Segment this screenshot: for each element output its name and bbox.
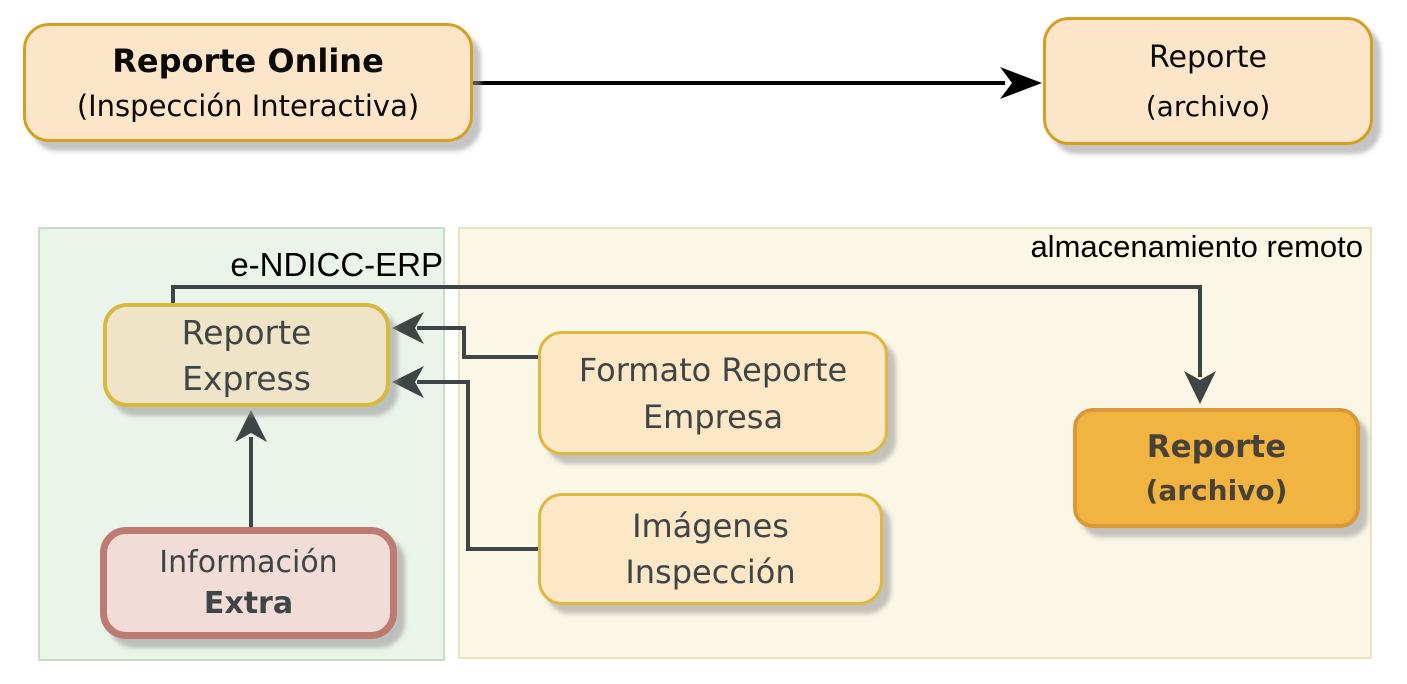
arrow-online-to-archivo — [473, 67, 1042, 99]
node-title: Reporte — [1146, 429, 1287, 465]
label-e-ndicc-erp: e-NDICC-ERP — [230, 246, 443, 283]
node-title-line2: Inspección — [625, 553, 796, 591]
node-reporte-archivo-remoto: Reporte (archivo) — [1073, 408, 1360, 528]
node-title: Reporte — [181, 312, 312, 352]
node-reporte-online: Reporte Online (Inspección Interactiva) — [23, 23, 473, 142]
node-subtitle: (archivo) — [1145, 89, 1271, 123]
node-subtitle: (Inspección Interactiva) — [76, 89, 420, 123]
node-title: Información — [159, 545, 338, 580]
node-title-line2: Empresa — [642, 397, 784, 436]
node-reporte-express: Reporte Express — [103, 303, 390, 407]
node-subtitle: (archivo) — [1145, 474, 1288, 507]
node-title: Formato Reporte — [578, 350, 848, 389]
node-formato-reporte-empresa: Formato Reporte Empresa — [538, 331, 888, 455]
node-imagenes-inspeccion: Imágenes Inspección — [538, 493, 883, 605]
node-title-line2: Extra — [203, 586, 294, 621]
node-informacion-extra: Información Extra — [100, 527, 397, 639]
node-reporte-archivo-top: Reporte (archivo) — [1043, 17, 1373, 145]
node-title-line2: Express — [182, 358, 311, 398]
label-almacenamiento-remoto: almacenamiento remoto — [1030, 229, 1363, 264]
node-title: Reporte Online — [112, 42, 384, 80]
node-title: Imágenes — [632, 507, 789, 545]
node-title: Reporte — [1149, 39, 1267, 75]
